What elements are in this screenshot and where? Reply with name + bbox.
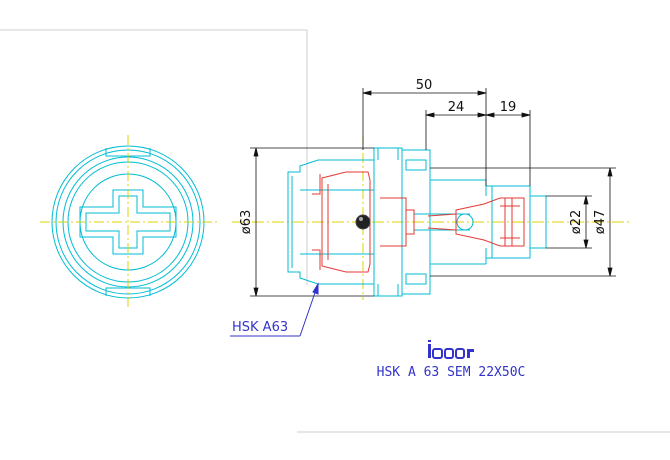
- dim-large-diameter: ø47: [593, 210, 608, 235]
- sheet-frame: [0, 29, 670, 433]
- dim-overall-length: 50: [416, 78, 433, 93]
- hidden-lines: [312, 171, 525, 273]
- brand-logo: [428, 340, 474, 359]
- dim-length-mid: 24: [448, 100, 465, 115]
- dim-small-diameter: ø22: [569, 210, 584, 235]
- dim-length-short: 19: [500, 100, 517, 115]
- tool-holder-outline: [287, 147, 547, 297]
- callout-label: HSK A63: [232, 320, 288, 335]
- end-view-centerlines: [40, 135, 218, 310]
- front-clamp: [456, 213, 474, 231]
- steel-ball: [355, 214, 371, 230]
- dim-flange-diameter: ø63: [239, 210, 254, 235]
- part-title: HSK A 63 SEM 22X50C: [377, 365, 526, 380]
- callout-leader: [230, 282, 319, 337]
- dimension-lines: [250, 88, 616, 297]
